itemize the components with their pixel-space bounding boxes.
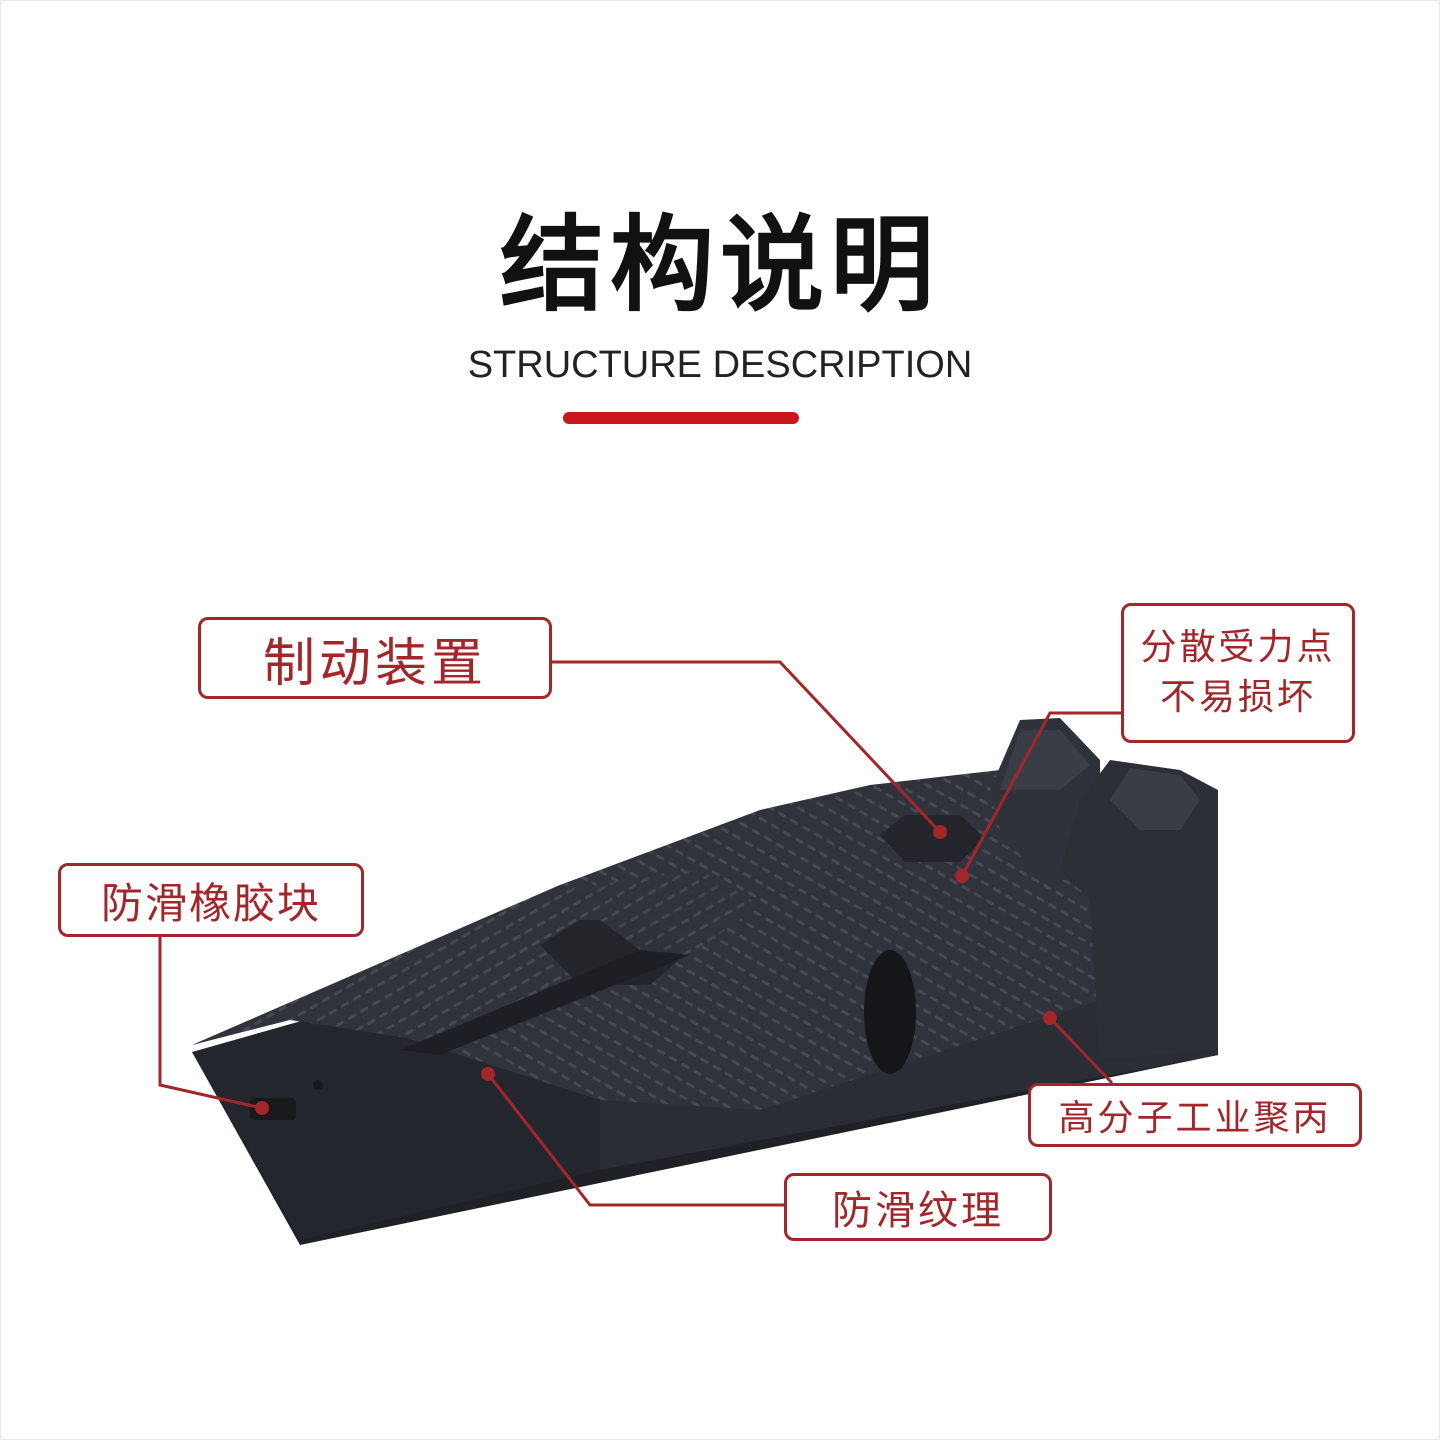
page-title: 结构说明 <box>499 204 940 326</box>
callout-leaders <box>158 660 1121 1207</box>
callout-rubber-block: 防滑橡胶块 <box>58 863 364 937</box>
callout-texture: 防滑纹理 <box>784 1173 1052 1241</box>
page-subtitle: STRUCTURE DESCRIPTION <box>467 344 973 386</box>
callout-stress-distribution: 分散受力点 不易损坏 <box>1121 603 1355 743</box>
callout-brake-device: 制动装置 <box>198 617 552 699</box>
callout-material: 高分子工业聚丙 <box>1028 1083 1362 1147</box>
callout-stress-line1: 分散受力点 <box>1140 627 1336 668</box>
accent-bar <box>563 412 799 424</box>
callout-stress-line2: 不易损坏 <box>1159 677 1316 718</box>
car-ramp <box>192 718 1218 1245</box>
callout-dots <box>255 825 1057 1115</box>
